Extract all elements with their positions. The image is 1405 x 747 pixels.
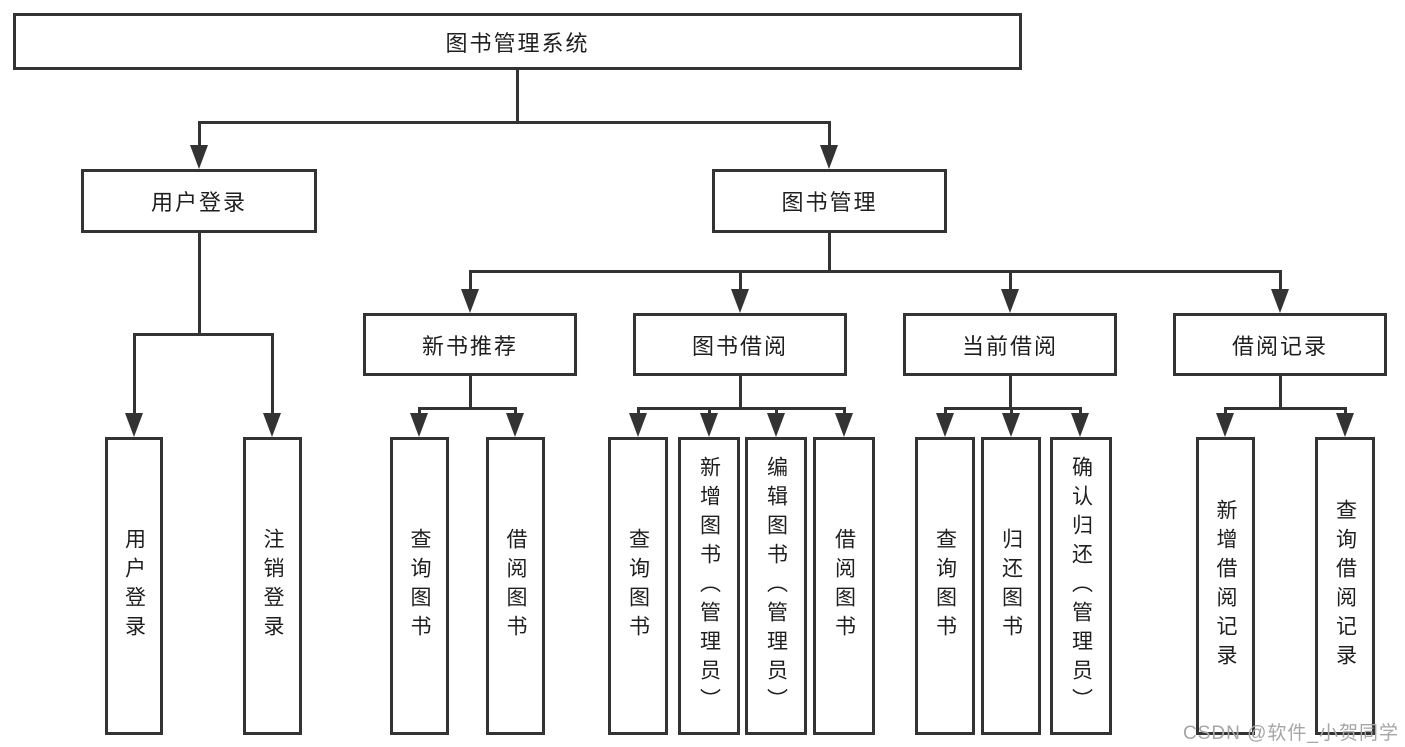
watermark-text: CSDN @软件_小贺同学 — [1183, 723, 1399, 744]
node-label: 当前借阅 — [961, 333, 1058, 359]
leaf-borrow-books: 借阅图书 — [813, 437, 875, 735]
arrowhead-icon — [263, 413, 281, 437]
leaf-query-books-recommend: 查询图书 — [390, 437, 449, 735]
edge-root-stem — [516, 70, 519, 121]
arrowhead-icon — [410, 413, 428, 437]
leaf-edit-books-admin: 编辑图书（管理员） — [745, 437, 807, 735]
leaf-logout: 注销登录 — [243, 437, 302, 735]
leaf-label: 确认归还（管理员） — [1069, 455, 1093, 717]
node-current-borrow: 当前借阅 — [903, 313, 1117, 376]
node-label: 借阅记录 — [1231, 333, 1328, 359]
arrowhead-icon — [1002, 413, 1020, 437]
leaf-label: 注销登录 — [261, 528, 284, 644]
edge-leaf-drop — [1344, 407, 1347, 415]
edge-leaf-drop — [418, 407, 421, 415]
edge-leaf-drop — [1079, 407, 1082, 415]
edge-leaf-drop — [637, 407, 640, 415]
arrowhead-icon — [190, 145, 208, 169]
edge-user-login-stem — [198, 233, 201, 333]
node-label: 新书推荐 — [421, 333, 518, 359]
arrowhead-icon — [936, 413, 954, 437]
edge-new-book-rec-stem — [469, 376, 472, 407]
node-new-book-recommend: 新书推荐 — [363, 313, 577, 376]
arrowhead-icon — [629, 413, 647, 437]
node-user-login: 用户登录 — [81, 169, 317, 233]
leaf-label: 新增借阅记录 — [1214, 499, 1237, 673]
leaf-label: 用户登录 — [122, 528, 146, 644]
leaf-label: 查询图书 — [626, 528, 650, 644]
leaf-label: 借阅图书 — [832, 528, 856, 644]
arrowhead-icon — [820, 145, 838, 169]
edge-borrow-record-branch — [1224, 407, 1346, 410]
leaf-return-books: 归还图书 — [981, 437, 1041, 735]
leaf-add-borrow-record: 新增借阅记录 — [1196, 437, 1255, 735]
leaf-borrow-books-recommend: 借阅图书 — [486, 437, 545, 735]
leaf-label: 编辑图书（管理员） — [764, 455, 788, 717]
node-label: 图书管理系统 — [445, 30, 590, 56]
edge-book-mgmt-branch — [469, 270, 1282, 273]
leaf-query-books-borrow: 查询图书 — [608, 437, 668, 735]
leaf-add-books-admin: 新增图书（管理员） — [678, 437, 740, 735]
edge-book-borrow-branch — [637, 407, 845, 410]
edge-level3-drop — [1009, 270, 1012, 291]
arrowhead-icon — [835, 413, 853, 437]
edge-root-branch — [198, 121, 831, 124]
edge-new-book-rec-branch — [418, 407, 517, 410]
node-book-borrow: 图书借阅 — [633, 313, 847, 376]
edge-level3-drop — [1279, 270, 1282, 291]
leaf-confirm-return-admin: 确认归还（管理员） — [1050, 437, 1112, 735]
edge-level3-drop — [469, 270, 472, 291]
arrowhead-icon — [700, 413, 718, 437]
edge-borrow-record-stem — [1279, 376, 1282, 407]
edge-book-mgmt-drop — [828, 121, 831, 147]
leaf-label: 借阅图书 — [504, 528, 527, 644]
leaf-label: 查询图书 — [408, 528, 431, 644]
arrowhead-icon — [125, 413, 143, 437]
leaf-query-books-current: 查询图书 — [915, 437, 975, 735]
edge-current-borrow-branch — [944, 407, 1082, 410]
arrowhead-icon — [1271, 289, 1289, 313]
edge-leaf-drop — [514, 407, 517, 415]
leaf-label: 归还图书 — [999, 528, 1023, 644]
edge-user-login-branch — [133, 333, 272, 336]
edge-leaf-drop — [944, 407, 947, 415]
edge-leaf-drop — [1010, 407, 1013, 415]
edge-leaf-drop — [271, 333, 274, 415]
arrowhead-icon — [1336, 413, 1354, 437]
leaf-user-login: 用户登录 — [105, 437, 163, 735]
arrowhead-icon — [1216, 413, 1234, 437]
edge-level3-drop — [739, 270, 742, 291]
edge-user-login-drop — [198, 121, 201, 147]
arrowhead-icon — [506, 413, 524, 437]
edge-leaf-drop — [1224, 407, 1227, 415]
edge-current-borrow-stem — [1009, 376, 1012, 407]
edge-leaf-drop — [708, 407, 711, 415]
edge-book-borrow-stem — [739, 376, 742, 407]
node-library-management-system: 图书管理系统 — [13, 13, 1022, 70]
leaf-query-borrow-record: 查询借阅记录 — [1315, 437, 1375, 735]
node-label: 图书管理 — [781, 190, 878, 215]
edge-book-mgmt-stem — [828, 233, 831, 272]
edge-leaf-drop — [133, 333, 136, 415]
arrowhead-icon — [731, 289, 749, 313]
node-book-management: 图书管理 — [712, 169, 947, 233]
leaf-label: 查询借阅记录 — [1333, 499, 1357, 673]
arrowhead-icon — [1001, 289, 1019, 313]
edge-leaf-drop — [775, 407, 778, 415]
node-label: 图书借阅 — [691, 333, 788, 359]
leaf-label: 查询图书 — [933, 528, 957, 644]
arrowhead-icon — [461, 289, 479, 313]
node-label: 用户登录 — [150, 190, 247, 215]
arrowhead-icon — [1071, 413, 1089, 437]
arrowhead-icon — [767, 413, 785, 437]
edge-leaf-drop — [843, 407, 846, 415]
leaf-label: 新增图书（管理员） — [697, 455, 721, 717]
node-borrow-record: 借阅记录 — [1173, 313, 1387, 376]
